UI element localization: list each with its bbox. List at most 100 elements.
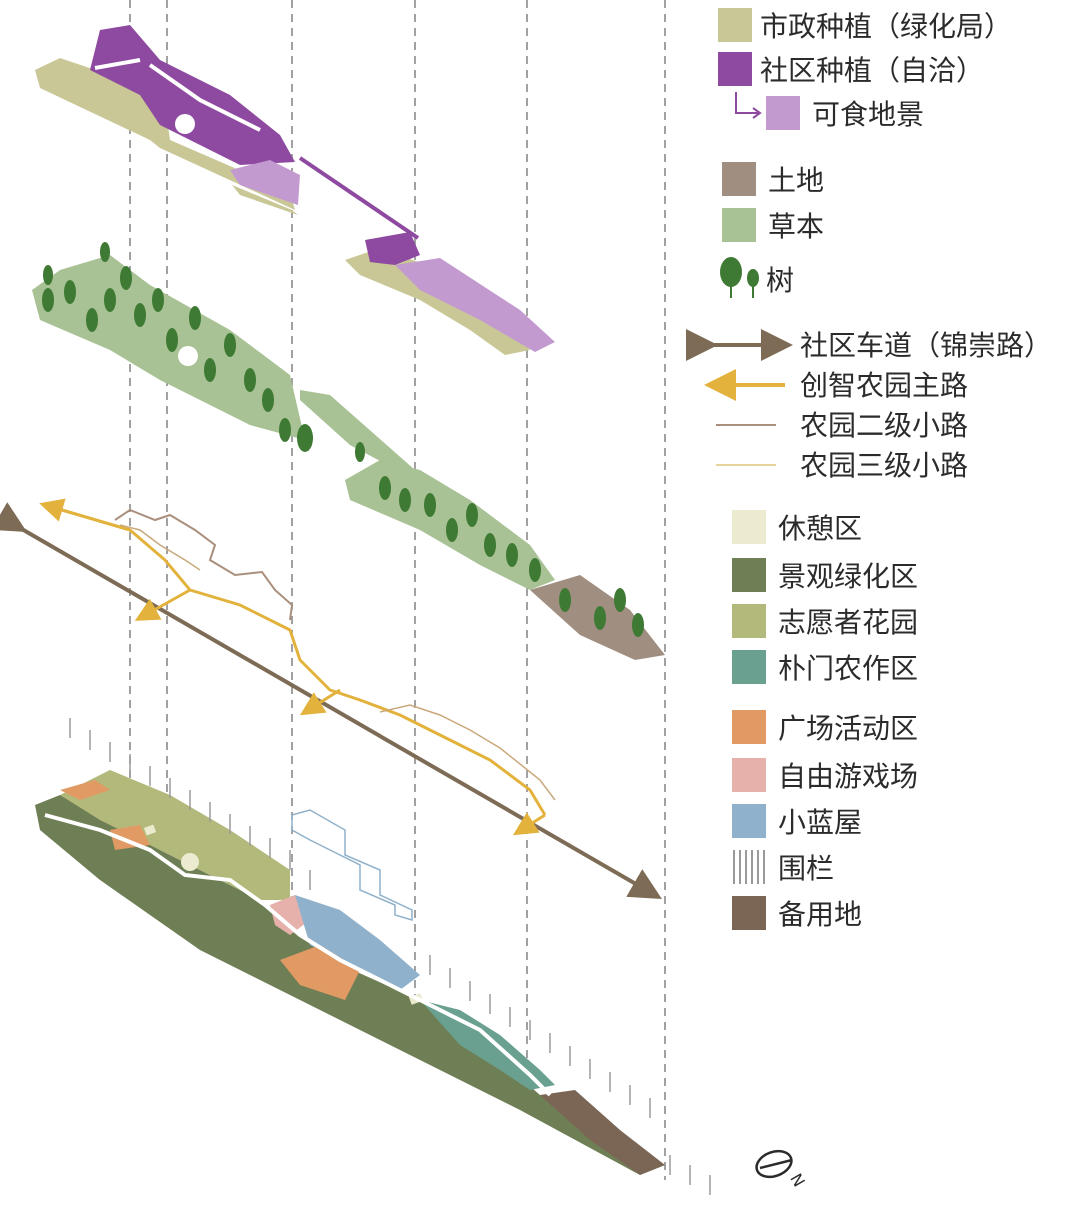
legend-label-soil: 土地 — [768, 164, 824, 197]
legend-label-secondary-path: 农园二级小路 — [800, 409, 968, 442]
tree — [100, 242, 110, 262]
legend-label-blue-house: 小蓝屋 — [778, 806, 862, 839]
legend-label-tree: 树 — [766, 264, 794, 297]
north-arrow-letter: N — [786, 1170, 808, 1190]
tree — [466, 503, 478, 527]
legend-connector-arrowhead — [752, 107, 762, 119]
fence-icon — [733, 850, 765, 884]
legend-swatch-rest-zone — [732, 510, 766, 544]
tree — [120, 266, 132, 290]
tree — [297, 424, 313, 452]
tree — [189, 306, 201, 330]
legend-label-edible-landscape: 可食地景 — [812, 98, 924, 131]
legend-label-main-path: 创智农园主路 — [800, 369, 968, 402]
main-path-branch-mid — [299, 688, 341, 716]
community-road-arrow — [0, 502, 662, 900]
legend-label-reserve: 备用地 — [778, 898, 862, 931]
tree — [446, 518, 458, 542]
municipal-planting-area — [35, 58, 295, 210]
herb-area-strip — [300, 390, 415, 478]
tree — [594, 606, 606, 630]
community-planting-strip — [230, 160, 300, 205]
blue-house-zone — [295, 895, 420, 990]
planting-walkway — [94, 58, 261, 132]
municipal-planting-east — [345, 248, 530, 355]
reserve-land — [540, 1090, 665, 1175]
tree — [224, 333, 236, 357]
path-layer — [0, 498, 662, 900]
tree — [484, 533, 496, 557]
volunteer-garden-zone — [60, 770, 290, 900]
legend-label-municipal-planting: 市政种植（绿化局） — [760, 10, 1012, 43]
planting-link-path — [298, 156, 420, 240]
tree — [632, 613, 644, 637]
legend-label-herb: 草本 — [768, 210, 824, 243]
plaza-zone-small — [110, 825, 150, 850]
north-arrow-circle — [755, 1149, 793, 1179]
legend-swatch-landscape-green — [732, 558, 766, 592]
main-farm-path — [44, 503, 547, 816]
tree — [399, 488, 411, 512]
tree — [104, 288, 116, 312]
legend: 市政种植（绿化局） 社区种植（自洽） 可食地景 土地 草本 树 社区车道（锦崇路… — [686, 8, 1052, 931]
legend-label-fence: 围栏 — [778, 852, 834, 885]
planting-layer — [35, 25, 555, 355]
tree — [152, 288, 164, 312]
tree — [529, 558, 541, 582]
legend-swatch-soil — [722, 162, 756, 196]
legend-swatch-edible-landscape — [766, 96, 800, 130]
legend-label-community-planting: 社区种植（自洽） — [760, 54, 984, 87]
blue-house-outline — [291, 809, 413, 922]
legend-label-plaza: 广场活动区 — [778, 712, 918, 745]
tree — [355, 442, 365, 462]
tree — [86, 308, 98, 332]
legend-swatch-playground — [732, 758, 766, 792]
vegetation-plaza-circle — [178, 346, 198, 366]
main-path-start-arrow — [39, 498, 131, 532]
tree — [42, 288, 54, 312]
tree — [166, 328, 178, 352]
tree — [614, 588, 626, 612]
fence — [69, 718, 711, 1195]
main-path-branch-west — [134, 588, 191, 621]
tertiary-farm-path — [119, 524, 556, 801]
secondary-farm-path — [114, 508, 294, 621]
legend-label-community-road: 社区车道（锦崇路） — [800, 329, 1052, 362]
tree — [424, 493, 436, 517]
tree — [379, 476, 391, 500]
zones-layer — [35, 718, 711, 1195]
legend-swatch-reserve — [732, 896, 766, 930]
tree — [43, 265, 53, 285]
main-path-branch-east — [512, 812, 546, 836]
legend-label-rest-zone: 休憩区 — [778, 512, 862, 545]
tree — [204, 358, 216, 382]
legend-connector-icon — [735, 92, 758, 114]
tree — [134, 303, 146, 327]
community-planting-east — [365, 232, 420, 265]
tree — [559, 588, 571, 612]
legend-swatch-municipal-planting — [718, 8, 752, 42]
tree — [506, 543, 518, 567]
legend-swatch-blue-house — [732, 804, 766, 838]
legend-swatch-plaza — [732, 710, 766, 744]
tree — [279, 418, 291, 442]
legend-label-permaculture: 朴门农作区 — [778, 652, 918, 685]
plaza-zone-west — [60, 780, 110, 800]
edible-landscape-east — [395, 258, 555, 352]
tree — [262, 388, 274, 412]
planting-plaza-circle — [175, 114, 195, 134]
legend-label-playground: 自由游戏场 — [778, 760, 918, 793]
municipal-planting-strip — [232, 185, 298, 215]
legend-label-volunteer-garden: 志愿者花园 — [778, 606, 918, 639]
legend-swatch-volunteer-garden — [732, 604, 766, 638]
legend-label-tertiary-path: 农园三级小路 — [800, 449, 968, 482]
tree — [244, 368, 256, 392]
north-arrow-line — [759, 1158, 793, 1170]
vegetation-layer — [32, 242, 665, 660]
rest-zone-marker — [143, 824, 157, 836]
legend-label-landscape-green: 景观绿化区 — [778, 560, 918, 593]
zone-walkway — [44, 813, 552, 1097]
tree-icon — [720, 257, 759, 298]
zone-plaza-circle — [181, 853, 199, 871]
